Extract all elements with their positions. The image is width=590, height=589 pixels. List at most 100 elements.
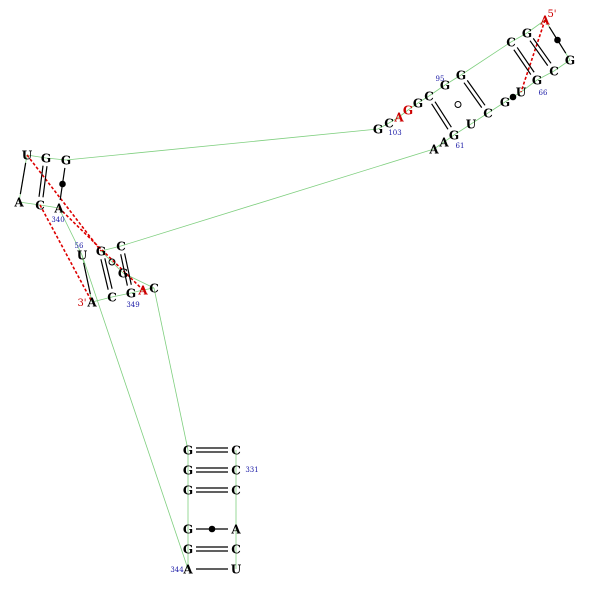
nucleotide-U: U	[516, 86, 527, 100]
backbone-segment	[470, 112, 489, 125]
backbone-segment	[142, 287, 155, 291]
nucleotide-C: C	[549, 65, 559, 79]
nucleotide-G: G	[96, 245, 106, 259]
position-number: 66	[539, 89, 548, 97]
noncanonical-pair-circle	[454, 101, 462, 108]
watson-crick-pair-line	[100, 259, 109, 290]
nucleotide-C: C	[107, 291, 117, 305]
watson-crick-pair-line	[513, 49, 532, 75]
nucleotide-G: G	[456, 69, 466, 83]
position-number: 331	[245, 466, 258, 474]
base-pair-layer	[19, 26, 567, 570]
watson-crick-pair-line	[532, 38, 552, 64]
backbone-segment	[377, 122, 390, 130]
watson-crick-pair-line	[38, 165, 44, 197]
backbone-segment	[398, 109, 409, 118]
nucleotide-A: A	[137, 284, 148, 298]
nucleotide-C: C	[149, 282, 159, 296]
nucleotide-A: A	[182, 563, 193, 577]
position-number: 349	[126, 301, 139, 309]
nucleotide-A: A	[86, 296, 97, 310]
nucleotide-C: C	[231, 543, 241, 557]
backbone-segment	[433, 141, 445, 150]
nucleotide-U: U	[466, 118, 477, 132]
nucleotide-G: G	[183, 543, 193, 557]
position-number: 95	[436, 75, 445, 83]
backbone-segment	[526, 19, 546, 34]
gu-pair-dot	[59, 180, 66, 188]
gu-pair-dot	[509, 93, 517, 101]
nucleotide-G: G	[373, 123, 383, 137]
watson-crick-pair-line	[516, 47, 535, 73]
nucleotide-G: G	[565, 54, 575, 68]
nucleotide-C: C	[483, 107, 493, 121]
backbone-segment	[100, 250, 124, 274]
nucleotide-G: G	[183, 523, 193, 537]
nucleotide-C: C	[506, 36, 516, 50]
single-pair-line	[83, 262, 91, 295]
backbone-segment	[407, 102, 419, 111]
backbone-segment	[443, 134, 455, 143]
nucleotide-A: A	[428, 143, 439, 157]
nucleotide-G: G	[449, 129, 459, 143]
nucleotide-G: G	[413, 97, 423, 111]
nucleotide-C: C	[35, 199, 45, 213]
nucleotide-A: A	[13, 196, 24, 210]
gu-pair-dot	[554, 36, 561, 44]
nucleotide-G: G	[183, 484, 193, 498]
backbone-segment	[65, 128, 379, 161]
nucleotide-G: G	[440, 79, 450, 93]
position-number: 56	[75, 242, 84, 250]
gu-pair-dot	[208, 525, 216, 533]
nucleotide-G: G	[126, 287, 136, 301]
watson-crick-pair-line	[42, 166, 48, 198]
nucleotide-G: G	[522, 27, 532, 41]
nucleotide-A: A	[393, 111, 404, 125]
backbone-segment	[428, 84, 446, 97]
watson-crick-pair-line	[120, 254, 128, 286]
backbone-segment	[81, 254, 189, 570]
backbone-segment	[487, 101, 506, 114]
backbone-segment	[520, 79, 538, 93]
backbone-segment	[153, 287, 189, 451]
watson-crick-pair-line	[124, 253, 132, 285]
watson-crick-pair-line	[463, 82, 483, 108]
nucleotide-U: U	[231, 563, 242, 577]
strand-end-label: 5'	[547, 9, 556, 20]
position-number: 344	[170, 566, 184, 574]
nucleotide-A: A	[539, 14, 550, 28]
backbone-segment	[18, 201, 41, 206]
tertiary-interaction	[26, 154, 102, 252]
noncanonical-pair-circle	[108, 258, 116, 266]
backbone-segment	[460, 41, 512, 76]
watson-crick-pair-line	[431, 103, 449, 130]
nucleotide-C: C	[231, 444, 241, 458]
nucleotide-G: G	[500, 96, 510, 110]
nucleotide-A: A	[438, 136, 449, 150]
backbone-segment	[510, 32, 528, 43]
backbone-segment	[111, 292, 132, 298]
backbone-segment	[120, 148, 435, 247]
watson-crick-pair-line	[466, 80, 486, 106]
nucleotide-G: G	[403, 104, 413, 118]
nucleotide-G: G	[41, 152, 51, 166]
nucleotide-G: G	[61, 154, 71, 168]
backbone-segment	[130, 289, 144, 294]
nucleotide-G: G	[118, 267, 128, 281]
watson-crick-pair-line	[434, 101, 452, 128]
single-pair-line	[19, 162, 27, 195]
nucleotide-A: A	[53, 202, 64, 216]
backbone-segment	[45, 157, 67, 161]
backbone-segment	[39, 204, 60, 209]
strand-end-label: 3'	[77, 298, 86, 309]
backbone-segment	[553, 59, 571, 72]
nucleotide-C: C	[231, 464, 241, 478]
position-number: 103	[388, 129, 401, 137]
nucleotide-C: C	[231, 484, 241, 498]
backbone-layer	[18, 19, 571, 570]
nucleotide-C: C	[116, 240, 126, 254]
position-number: 340	[51, 216, 64, 224]
watson-crick-pair-line	[529, 40, 549, 66]
nucleotide-G: G	[183, 464, 193, 478]
